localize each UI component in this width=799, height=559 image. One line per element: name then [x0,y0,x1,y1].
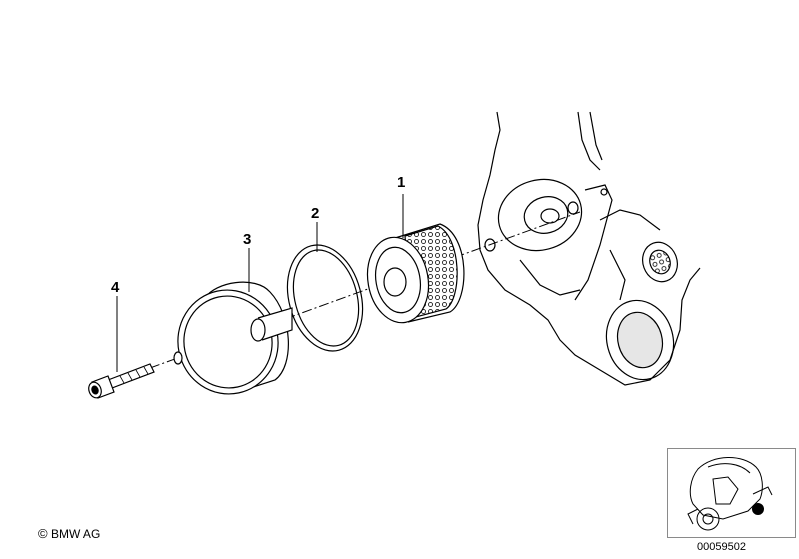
callout-4: 4 [111,279,120,296]
filter-element [366,223,465,324]
scooter-thumbnail-icon [687,457,773,531]
callout-2: 2 [311,205,320,222]
engine-housing [477,111,701,386]
copyright-text: BMW AG [50,527,101,541]
location-thumbnail [667,448,796,538]
callout-leaders [116,194,404,372]
callout-3: 3 [243,231,252,248]
socket-head-bolt [88,363,155,399]
diagram-number: 00059502 [697,541,746,553]
callout-1: 1 [397,174,406,191]
copyright-notice: © BMW AG [38,526,100,541]
copyright-icon: © [38,526,48,541]
sealing-ring [286,244,364,352]
filter-cover [173,281,293,395]
